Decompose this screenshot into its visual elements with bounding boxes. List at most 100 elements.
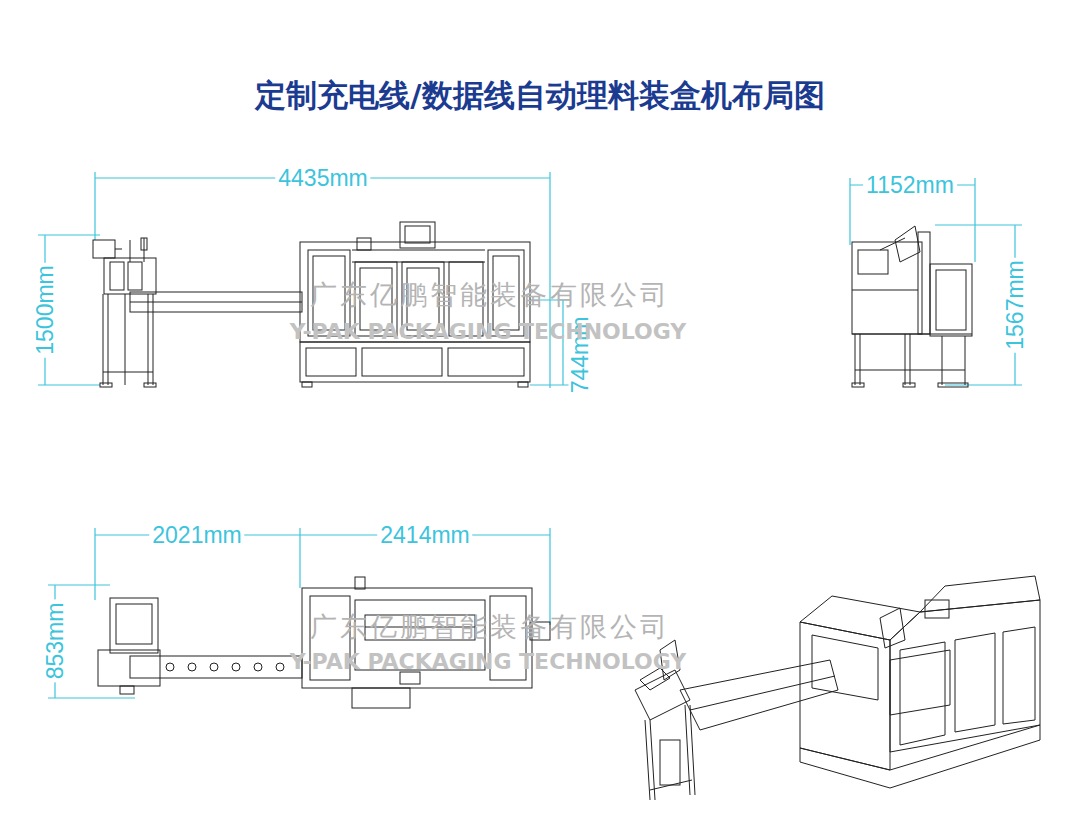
dimension-lines-part — [530, 384, 570, 385]
side-view-part — [942, 336, 943, 385]
isometric-view-part — [925, 600, 949, 618]
top-view-part — [352, 688, 410, 708]
front-view-part — [130, 292, 302, 312]
top-view-part — [130, 656, 302, 678]
isometric-view-part — [680, 660, 838, 730]
side-view-part — [852, 383, 864, 387]
front-view-part — [128, 262, 142, 290]
top-view-part — [98, 650, 160, 686]
front-view-part — [302, 382, 312, 387]
side-view-part — [930, 264, 972, 336]
front-view-part — [148, 294, 149, 385]
front-view-part — [104, 258, 156, 294]
front-view-part — [110, 262, 124, 290]
isometric-view-part — [880, 608, 905, 648]
front-view-part — [125, 294, 126, 385]
dimension-lines-part — [549, 528, 550, 625]
dimension-label: 1500mm — [34, 262, 57, 357]
side-view — [852, 226, 972, 387]
front-view-part — [357, 238, 371, 250]
dimension-label: 1567mm — [1004, 257, 1027, 352]
watermark: Y-PAK PACKAGING TECHNOLOGY — [290, 651, 687, 673]
front-view-part — [103, 294, 104, 385]
isometric-view-part — [890, 650, 950, 715]
side-view-part — [905, 334, 906, 385]
dimension-lines-part — [849, 178, 850, 245]
side-view-part — [965, 336, 966, 385]
top-view-part — [120, 686, 134, 694]
dimension-lines-part — [38, 234, 100, 235]
front-view-part — [108, 294, 109, 385]
isometric-view-part — [812, 635, 878, 700]
front-view-part — [115, 249, 122, 250]
isometric-view-part — [690, 705, 695, 795]
isometric-view-part — [660, 740, 680, 785]
dimension-label: 1152mm — [863, 174, 957, 197]
page-title: 定制充电线/数据线自动理料装盒机布局图 — [255, 80, 824, 111]
top-view — [98, 577, 550, 708]
side-view-part — [938, 383, 968, 387]
front-view-part — [405, 226, 430, 243]
front-view-part — [130, 240, 131, 262]
top-view-part — [210, 663, 218, 671]
isometric-view-part — [955, 633, 995, 732]
dimension-lines-part — [935, 224, 1022, 225]
front-view-part — [362, 348, 442, 376]
isometric-view-part — [1003, 627, 1035, 724]
top-view-part — [188, 663, 196, 671]
front-view-part — [352, 262, 485, 263]
isometric-view-part — [650, 720, 655, 800]
dimension-lines-part — [94, 528, 95, 600]
front-view-part — [518, 382, 528, 387]
front-view-part — [400, 222, 435, 248]
front-view-part — [130, 302, 302, 303]
dimension-label: 2021mm — [149, 524, 244, 547]
side-view-part — [852, 290, 918, 291]
isometric-view — [635, 576, 1040, 800]
side-view-part — [855, 370, 965, 371]
top-view-part — [400, 672, 420, 684]
top-view-part — [355, 577, 365, 589]
dimension-label: 853mm — [44, 600, 67, 683]
top-view-part — [232, 663, 240, 671]
side-view-part — [936, 270, 966, 330]
isometric-view-part — [645, 720, 650, 800]
front-view-part — [300, 342, 530, 382]
side-view-part — [903, 383, 915, 387]
front-view-part — [448, 348, 524, 376]
top-view-part — [110, 598, 158, 653]
front-view-part — [144, 383, 156, 387]
isometric-view-part — [800, 725, 1040, 788]
isometric-view-part — [800, 622, 890, 770]
side-view-part — [880, 238, 905, 250]
dimension-lines-part — [48, 584, 110, 585]
side-view-part — [858, 250, 888, 274]
side-view-part — [860, 334, 861, 385]
dimension-lines — [38, 172, 1022, 698]
isometric-view-part — [690, 676, 835, 710]
side-view-part — [918, 232, 930, 334]
dimension-lines-part — [94, 172, 95, 240]
dimension-lines-part — [38, 384, 100, 385]
top-view-part — [254, 663, 262, 671]
watermark: Y-PAK PACKAGING TECHNOLOGY — [290, 321, 687, 343]
side-view-part — [855, 334, 856, 385]
top-view-part — [276, 663, 284, 671]
front-view-part — [141, 238, 147, 250]
dimension-lines-part — [945, 384, 1022, 385]
side-view-part — [910, 334, 911, 385]
isometric-view-part — [890, 600, 1040, 752]
front-view-part — [103, 372, 153, 373]
front-view-part — [306, 348, 356, 376]
front-view-part — [352, 250, 485, 251]
front-view-part — [100, 383, 112, 387]
dimension-lines-part — [974, 178, 975, 262]
top-view-part — [166, 663, 174, 671]
dimension-lines-part — [48, 697, 135, 698]
dimension-label: 4435mm — [275, 167, 370, 190]
front-view-part — [153, 294, 154, 385]
front-view-part — [93, 240, 115, 258]
top-view-part — [116, 604, 152, 644]
